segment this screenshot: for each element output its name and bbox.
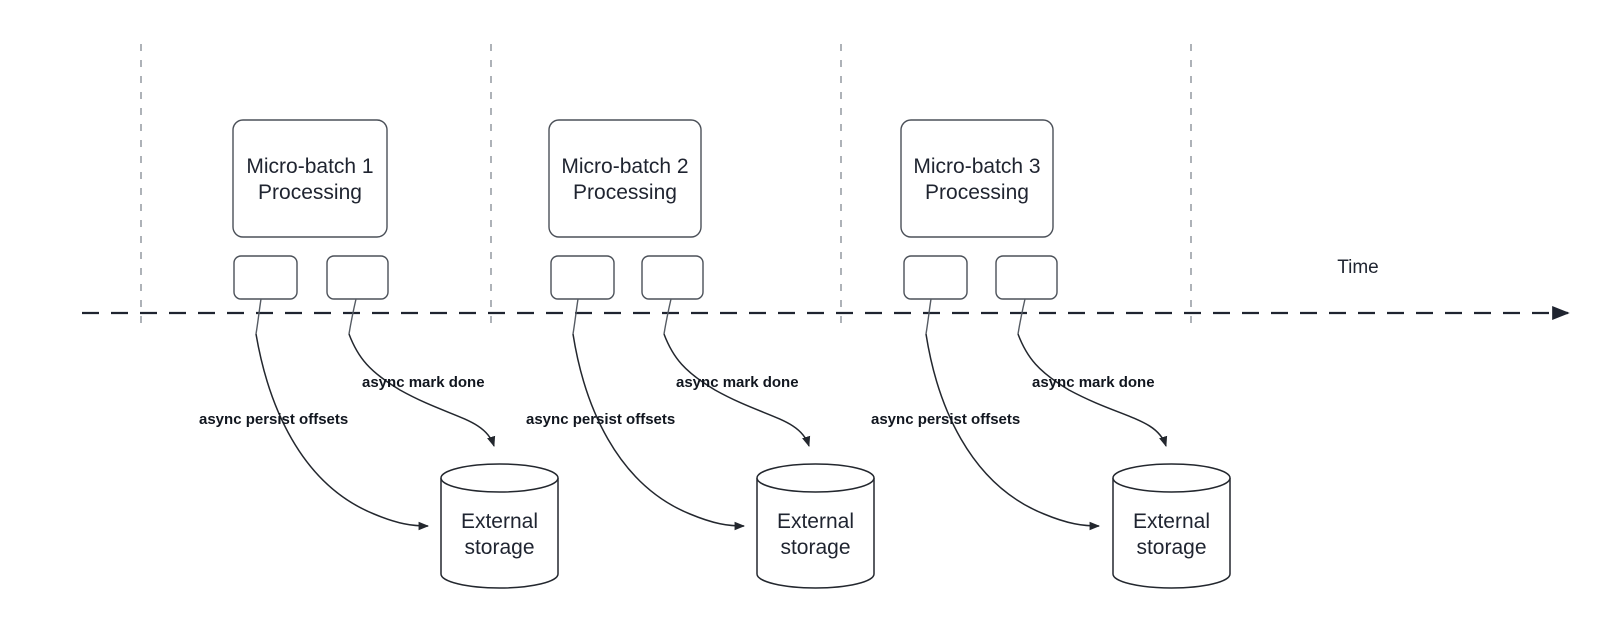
- mini-box-1b[interactable]: [326, 255, 389, 300]
- external-storage-1-body: [440, 478, 559, 589]
- stem-1b: [348, 298, 357, 335]
- edge-label-persist-offsets-2: async persist offsets: [526, 411, 675, 428]
- external-storage-1-line1: External: [461, 510, 538, 533]
- mini-box-2b[interactable]: [641, 255, 704, 300]
- mini-box-1a[interactable]: [233, 255, 298, 300]
- edge-async-persist-offsets-2: [572, 333, 746, 531]
- edge-label-persist-offsets-1: async persist offsets: [199, 411, 348, 428]
- micro-batch-box-1-line1: Micro-batch 1: [246, 155, 373, 178]
- mini-box-3a[interactable]: [903, 255, 968, 300]
- micro-batch-box-2-line2: Processing: [573, 181, 677, 204]
- external-storage-3-line2: storage: [1136, 536, 1206, 559]
- external-storage-2-top: [756, 463, 875, 493]
- external-storage-3-line1: External: [1133, 510, 1210, 533]
- micro-batch-box-2-line1: Micro-batch 2: [561, 155, 688, 178]
- external-storage-3-top: [1112, 463, 1231, 493]
- micro-batch-box-3-line2: Processing: [925, 181, 1029, 204]
- stem-3a: [925, 298, 932, 335]
- edge-label-mark-done-3: async mark done: [1032, 374, 1155, 391]
- external-storage-2-line2: storage: [780, 536, 850, 559]
- mini-box-3b[interactable]: [995, 255, 1058, 300]
- external-storage-3-body: [1112, 478, 1231, 589]
- stem-2a: [572, 298, 579, 335]
- external-storage-1[interactable]: External storage: [440, 463, 559, 589]
- timeline-axis-label: Time: [1337, 257, 1379, 278]
- external-storage-1-line2: storage: [464, 536, 534, 559]
- micro-batch-box-1[interactable]: [232, 119, 388, 238]
- micro-batch-box-3[interactable]: [900, 119, 1054, 238]
- external-storage-2[interactable]: External storage: [756, 463, 875, 589]
- group-1: Micro-batch 1 Processing async persist o…: [199, 119, 559, 589]
- stem-3b: [1017, 298, 1026, 335]
- edge-async-persist-offsets-1: [255, 333, 430, 531]
- group-3: Micro-batch 3 Processing async persist o…: [871, 119, 1231, 589]
- edge-async-mark-done-2: [663, 333, 811, 447]
- edge-async-mark-done-3: [1017, 333, 1168, 447]
- micro-batch-box-3-line1: Micro-batch 3: [913, 155, 1040, 178]
- micro-batch-box-1-line2: Processing: [258, 181, 362, 204]
- edge-async-mark-done-1: [348, 333, 496, 447]
- micro-batch-box-2[interactable]: [548, 119, 702, 238]
- edge-label-persist-offsets-3: async persist offsets: [871, 411, 1020, 428]
- external-storage-2-line1: External: [777, 510, 854, 533]
- external-storage-3[interactable]: External storage: [1112, 463, 1231, 589]
- edge-label-mark-done-1: async mark done: [362, 374, 485, 391]
- external-storage-1-top: [440, 463, 559, 493]
- stem-1a: [255, 298, 262, 335]
- mini-box-2a[interactable]: [550, 255, 615, 300]
- edge-label-mark-done-2: async mark done: [676, 374, 799, 391]
- edge-async-persist-offsets-3: [925, 333, 1101, 531]
- stem-2b: [663, 298, 672, 335]
- group-2: Micro-batch 2 Processing async persist o…: [526, 119, 875, 589]
- external-storage-2-body: [756, 478, 875, 589]
